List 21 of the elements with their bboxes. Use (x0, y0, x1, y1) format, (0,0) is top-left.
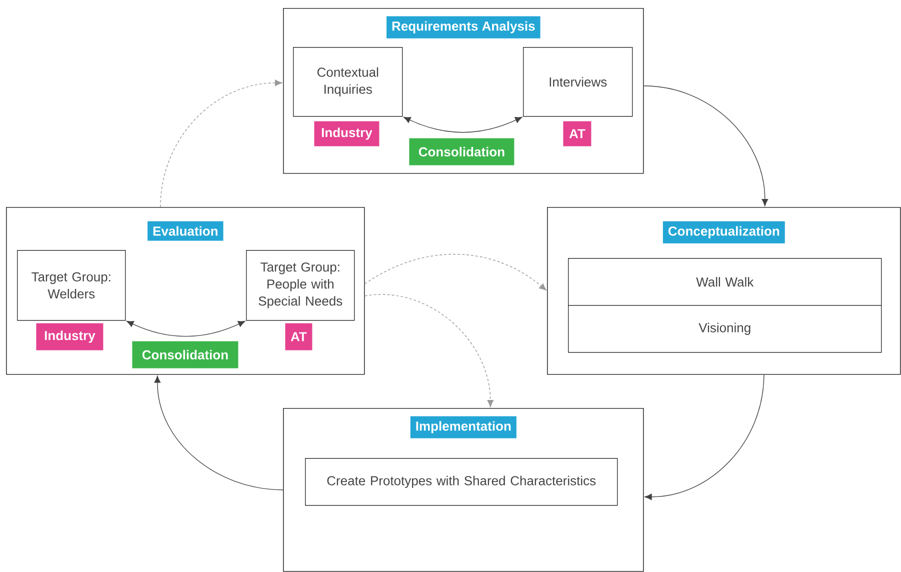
arrow (644, 374, 764, 500)
method-box: Create Prototypes with Shared Characteristics (305, 458, 618, 506)
arrow (160, 80, 282, 208)
arrow (403, 116, 522, 133)
tag-box: AT (285, 323, 312, 350)
arrow (126, 320, 246, 337)
arrow (154, 376, 284, 490)
arrow (643, 86, 768, 206)
method-box: Visioning (568, 305, 882, 353)
tag-box: Industry (36, 323, 104, 350)
tag-box: Consolidation (132, 341, 238, 368)
tag-box: Industry (314, 121, 380, 146)
arrow (364, 254, 546, 290)
method-box: Interviews (523, 47, 633, 117)
method-box: Target Group: Welders (17, 250, 126, 321)
method-box: Wall Walk (568, 258, 882, 306)
method-box: Contextual Inquiries (293, 47, 403, 117)
tag-box: AT (563, 121, 592, 146)
tag-box: Consolidation (409, 138, 514, 166)
method-box: Target Group: People with Special Needs (246, 250, 355, 321)
arrow (364, 294, 494, 408)
